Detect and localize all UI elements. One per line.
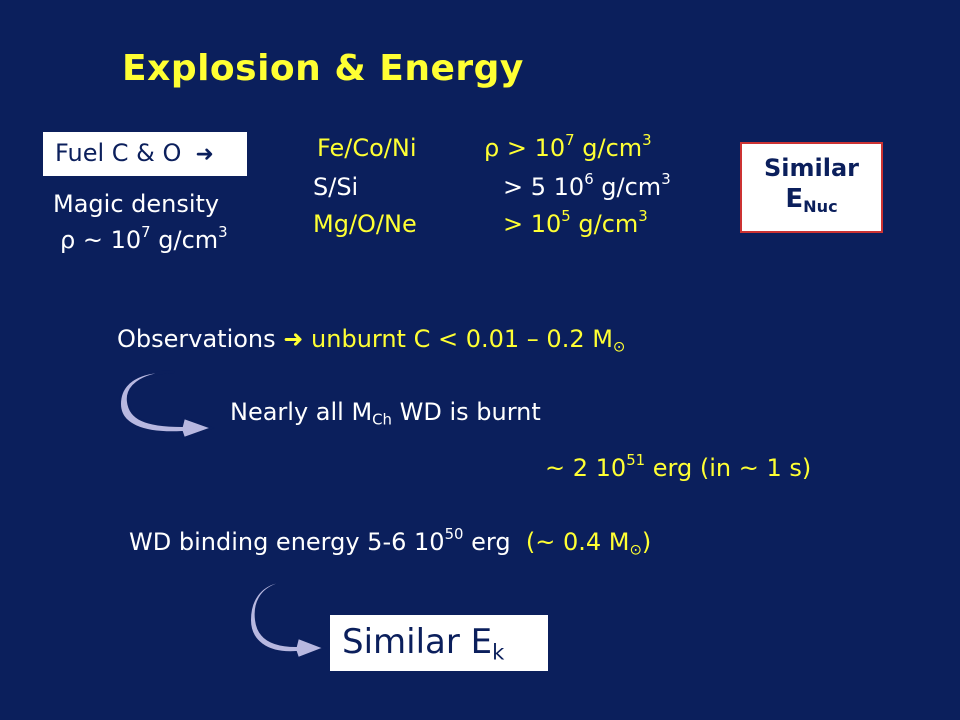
binding-energy-unit: erg <box>463 528 511 556</box>
product-s-si-unit-exp: 3 <box>661 169 671 188</box>
product-mg-o-ne-unit-exp: 3 <box>638 206 648 225</box>
magic-density-label: Magic density <box>53 190 220 218</box>
product-mg-o-ne-name: Mg/O/Ne <box>313 210 417 238</box>
binding-mass-close: ) <box>641 528 652 556</box>
binding-mass-text: (~ 0.4 M <box>525 528 630 556</box>
product-s-si-name: S/Si <box>313 173 359 201</box>
page-title: Explosion & Energy <box>122 48 524 89</box>
fuel-text: Fuel C & O <box>55 139 182 167</box>
binding-energy-exp: 50 <box>444 524 464 543</box>
similar-ek-box <box>330 615 548 671</box>
fuel-box <box>43 132 247 176</box>
magic-density-number: ~ 10 <box>82 226 142 254</box>
right-arrow-icon: ➜ <box>195 142 214 167</box>
binding-energy-text: WD binding energy 5-6 10 <box>129 528 445 556</box>
product-fe-co-ni-unit-exp: 3 <box>642 130 652 149</box>
magic-density-value: ρ ~ 107 g/cm3 <box>60 222 228 254</box>
energy-exp: 51 <box>626 450 646 469</box>
similar-enuc-line1: Similar <box>763 154 859 182</box>
sun-symbol: ⊙ <box>629 540 642 559</box>
product-s-si-density: > 5 106 g/cm3 <box>503 169 671 201</box>
product-fe-co-ni-name: Fe/Co/Ni <box>317 134 417 162</box>
product-s-si-unit: g/cm <box>593 173 662 201</box>
enuc-symbol: E <box>785 184 804 214</box>
product-fe-co-ni-cmp: > 10 <box>506 134 566 162</box>
curved-arrow-icon <box>250 580 327 660</box>
energy-post: erg (in ~ 1 s) <box>645 454 812 482</box>
nearly-all-line: Nearly all MCh WD is burnt <box>230 398 541 429</box>
ek-subscript: k <box>492 639 505 665</box>
mch-subscript: Ch <box>372 410 392 429</box>
energy-line: ~ 2 1051 erg (in ~ 1 s) <box>545 450 812 482</box>
curved-arrow-icon <box>118 370 215 440</box>
product-fe-co-ni-exp: 7 <box>565 130 575 149</box>
similar-enuc-line2: ENuc <box>742 184 881 214</box>
magic-density-exp: 7 <box>141 222 151 241</box>
magic-density-unit-exp: 3 <box>218 222 228 241</box>
product-fe-co-ni-density: ρ > 107 g/cm3 <box>484 130 652 162</box>
energy-number: ~ 2 10 <box>545 454 627 482</box>
product-mg-o-ne-density: > 105 g/cm3 <box>503 206 648 238</box>
product-mg-o-ne-cmp: > 10 <box>503 210 562 238</box>
similar-ek-text: Similar E <box>342 622 493 662</box>
enuc-subscript: Nuc <box>803 196 838 216</box>
magic-density-unit: g/cm <box>150 226 219 254</box>
product-s-si-cmp: > 5 10 <box>503 173 585 201</box>
sun-symbol: ⊙ <box>612 337 626 356</box>
right-arrow-icon: ➜ <box>283 325 304 353</box>
observations-text: unburnt C < 0.01 – 0.2 M <box>303 325 613 353</box>
nearly-all-text: Nearly all M <box>230 398 373 426</box>
similar-ek-label: Similar Ek <box>342 622 504 662</box>
observations-line: Observations ➜ unburnt C < 0.01 – 0.2 M⊙ <box>117 325 626 356</box>
nearly-all-post: WD is burnt <box>392 398 541 426</box>
product-s-si-exp: 6 <box>584 169 594 188</box>
product-mg-o-ne-unit: g/cm <box>570 210 639 238</box>
observations-label: Observations <box>117 325 276 353</box>
product-mg-o-ne-exp: 5 <box>561 206 571 225</box>
rho-symbol: ρ <box>484 134 500 162</box>
similar-enuc-box: Similar ENuc <box>740 142 883 233</box>
fuel-label: Fuel C & O ➜ <box>55 139 214 167</box>
rho-symbol: ρ <box>60 226 76 254</box>
product-fe-co-ni-unit: g/cm <box>574 134 643 162</box>
binding-energy-line: WD binding energy 5-6 1050 erg (~ 0.4 M⊙… <box>129 524 652 559</box>
